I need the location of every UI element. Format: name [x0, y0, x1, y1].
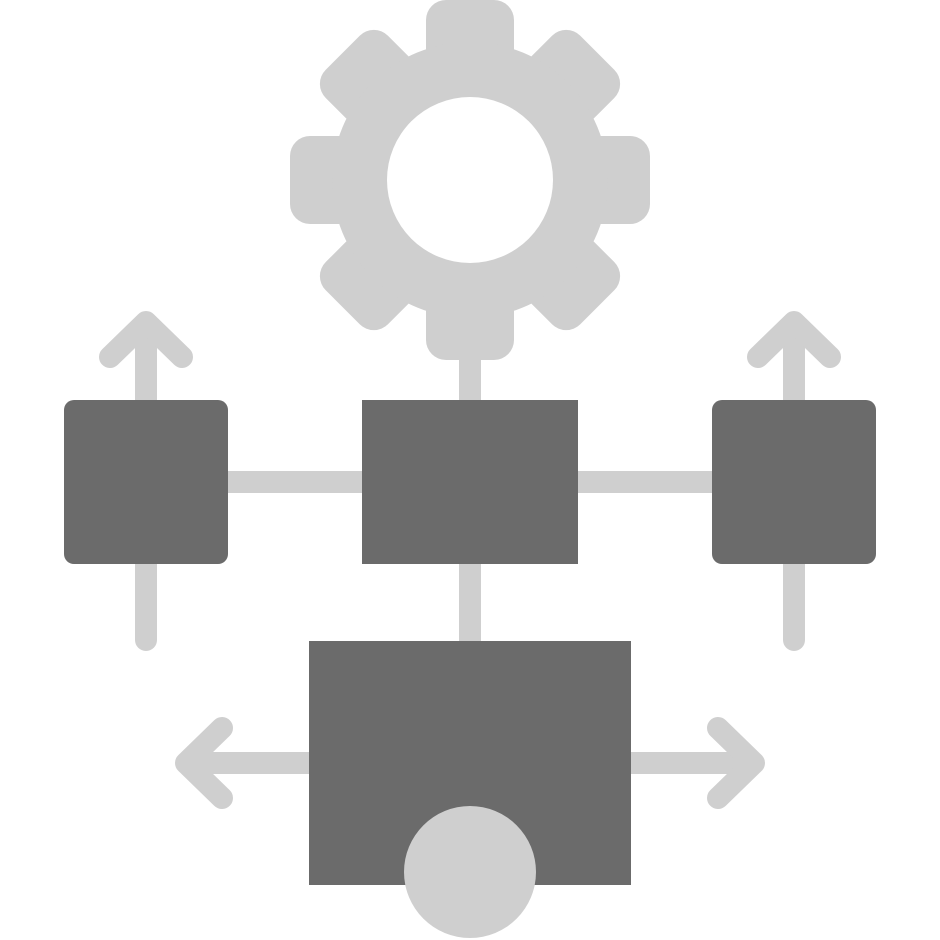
- arrow-up-icon: [99, 311, 193, 368]
- connector-lines: [135, 329, 805, 653]
- process-block-left: [64, 400, 228, 564]
- process-block-center: [362, 400, 578, 564]
- arrow-up-right: [747, 311, 841, 411]
- circle-node-icon: [404, 806, 536, 938]
- arrow-right-bottom: [619, 717, 765, 809]
- arrow-left-icon: [175, 717, 233, 809]
- arrow-up-left: [99, 311, 193, 411]
- arrow-left-bottom: [175, 717, 321, 809]
- arrow-up-icon: [747, 311, 841, 368]
- gear-icon: [290, 0, 650, 360]
- gear-hole: [387, 97, 553, 263]
- process-block-right: [712, 400, 876, 564]
- arrow-right-icon: [707, 717, 765, 809]
